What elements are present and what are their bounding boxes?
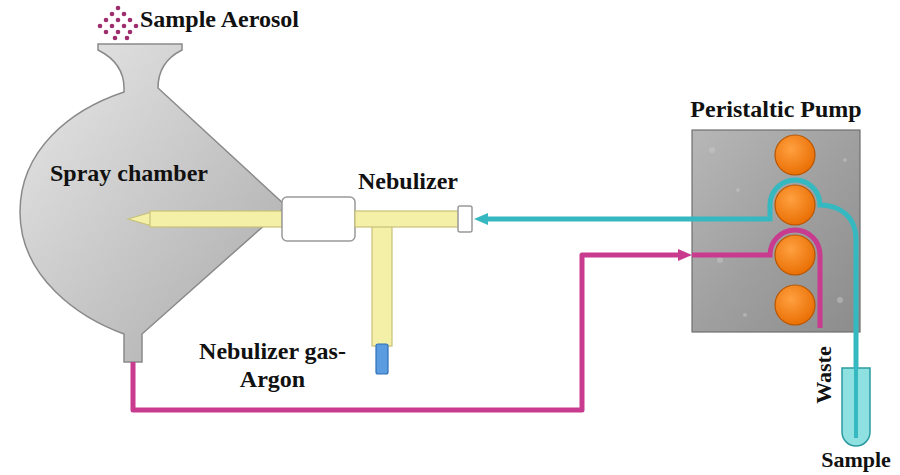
spray-chamber-text: Spray chamber (50, 160, 208, 188)
aerosol-label: Sample Aerosol (140, 6, 299, 34)
argon-inlet-tip (376, 344, 388, 374)
sample-tube-text: Sample (821, 447, 891, 472)
sample-tube: Sample (842, 368, 870, 446)
arrow-head (474, 213, 488, 225)
spray-chamber: Spray chamber (18, 42, 290, 362)
gas-label: Nebulizer gas- Argon (175, 338, 370, 393)
sample-tubing (482, 217, 692, 222)
nebulizer-coupling (282, 197, 355, 241)
spray-chamber-outline (20, 44, 286, 362)
arrow-head (678, 249, 692, 261)
waste-label: Waste (811, 335, 837, 415)
drain-tubing (692, 230, 820, 328)
gas-inlet-tube (372, 226, 392, 346)
drain-tubing (133, 255, 684, 410)
sample-tubing (854, 368, 858, 438)
sample-tubing (692, 180, 856, 332)
aerosol-dots (98, 6, 139, 41)
nebulizer-tube (150, 211, 282, 227)
sample-test-tube (842, 368, 870, 446)
sample-tubing (854, 332, 859, 368)
nebulizer-cap (458, 206, 472, 232)
nebulizer-needle (128, 212, 152, 226)
pump-texture (709, 147, 847, 317)
pump-body (692, 130, 860, 332)
peristaltic-pump: Peristaltic Pump (692, 130, 860, 332)
nebulizer-tube (355, 211, 459, 227)
nebulizer: Nebulizer (128, 196, 474, 242)
peristaltic-pump-text: Peristaltic Pump (690, 96, 861, 124)
nebulizer-text: Nebulizer (358, 168, 458, 196)
